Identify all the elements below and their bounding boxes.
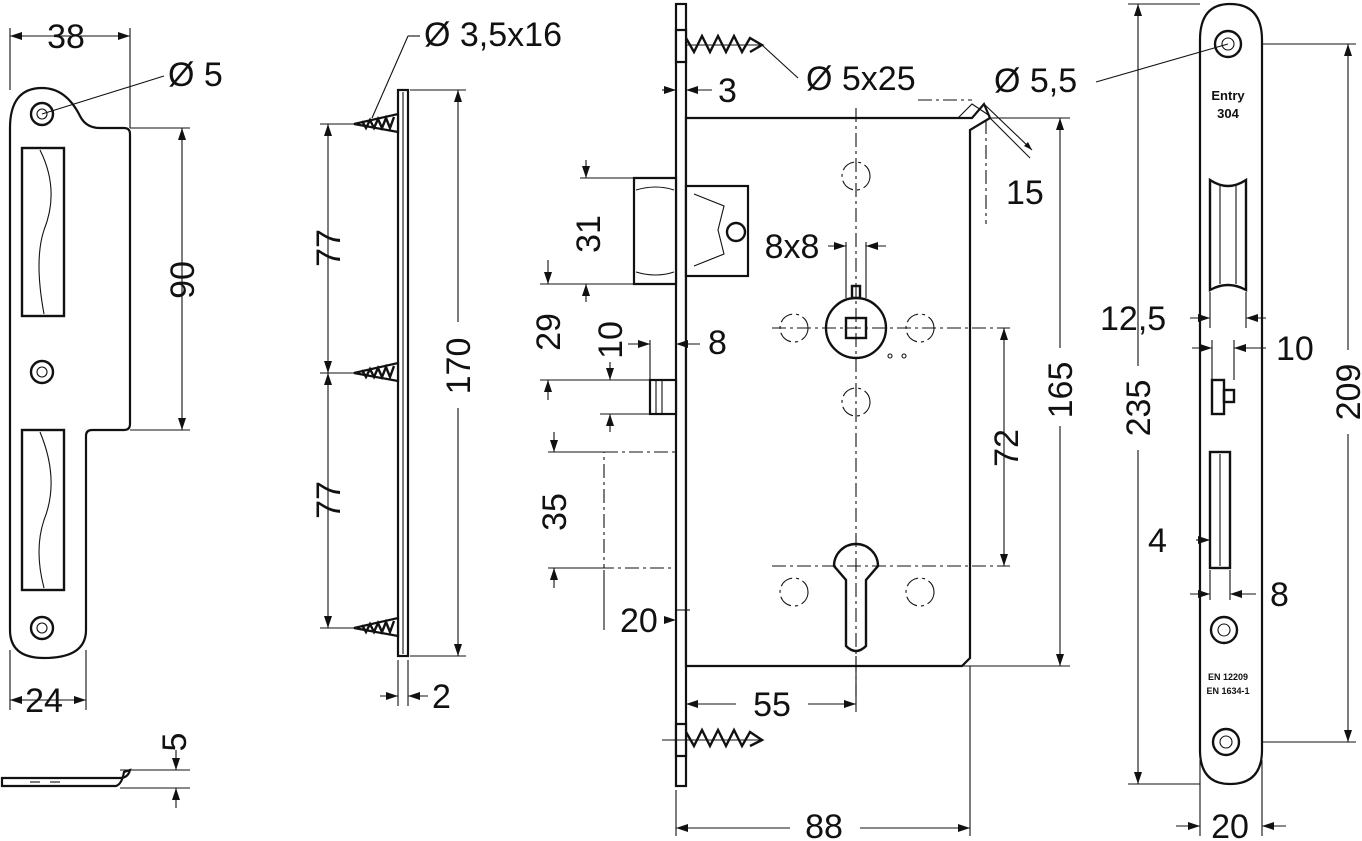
dim-strike-height: 90 [164,261,202,299]
dim-lock-height: 165 [1042,362,1080,419]
dim-faceplate-latch-width: 12,5 [1100,300,1166,338]
dim-strike-hole: Ø 5 [168,56,223,94]
dim-distance-72: 72 [988,429,1026,467]
auxiliary-bolt [648,378,678,416]
side-screw-bottom [353,616,400,638]
dim-deadbolt-throw: 20 [620,602,658,640]
dim-latch-height: 31 [570,215,608,253]
faceplate-hole-top [1213,29,1243,59]
faceplate-hole-bottom [1211,727,1241,757]
dim-backset: 55 [753,686,791,724]
faceplate-label-line2: 304 [1217,106,1239,121]
faceplate-hole-middle [1209,615,1239,645]
dim-faceplate-bolt-width: 10 [1276,330,1314,368]
faceplate-label-line1: Entry [1211,88,1245,103]
strike-hole-top [29,101,55,127]
dim-side-thickness: 2 [432,678,451,716]
dim-chamfer-15: 15 [1006,174,1044,212]
dim-lock-screw: Ø 5x25 [806,60,916,98]
dim-bolt-10: 10 [592,321,630,359]
dim-strike-width: 38 [47,18,85,56]
dim-bolt-8: 8 [708,324,727,362]
case-hole-bottom-right [905,577,935,607]
faceplate-latch-opening [1208,177,1248,293]
strike-latch-curve [38,149,52,315]
dim-lock-plate-thickness: 3 [718,72,737,110]
lock-screw-bottom [662,722,765,758]
dim-side-screw: Ø 3,5x16 [424,16,562,54]
strike-bolt-opening [20,428,66,592]
dim-side-length: 170 [440,338,478,395]
dim-offset-29: 29 [530,313,568,351]
strike-plate-profile [0,768,132,788]
lock-faceplate-edge [674,2,688,788]
dim-strike-bottom-width: 24 [25,682,63,720]
faceplate-standard2: EN 1634-1 [1206,686,1249,696]
latch-bolt [632,176,750,286]
case-hole-top [841,161,871,191]
faceplate-deadbolt-opening [1208,450,1232,570]
dim-faceplate-hole-pitch: 209 [1330,364,1362,421]
strike-latch-opening [20,146,66,318]
dim-faceplate-hole: Ø 5,5 [994,62,1077,100]
case-hole-lower [841,387,871,417]
dim-faceplate-length: 235 [1120,380,1158,437]
strike-hole-bottom [29,615,55,641]
strike-hole-bottom-inner [36,622,48,634]
dim-strike-thickness: 5 [156,733,194,752]
strike-hole-middle-inner [36,366,48,378]
lock-body: Ø 5x25 3 31 29 [530,2,1080,841]
dim-faceplate-width: 20 [1211,808,1249,841]
dim-faceplate-deadbolt-height: 8 [1270,576,1289,614]
side-screw-top [353,112,400,134]
dim-deadbolt-35: 35 [536,493,574,531]
strike-hole-top-inner [36,108,48,120]
lock-screw-top [674,28,765,64]
side-screw-middle [353,361,400,383]
faceplate-standard1: EN 12209 [1208,672,1248,682]
dim-side-pitch-lower: 77 [310,481,348,519]
case-hole-bottom-left [779,577,809,607]
dim-follower: 8x8 [765,228,820,266]
lock-case [684,101,992,668]
dim-total-width: 88 [805,808,843,841]
strike-bolt-curve [38,431,52,589]
strike-hole-middle [29,359,55,385]
faceplate-outline [1198,2,1264,786]
strike-plate: 38 Ø 5 90 24 5 [0,18,223,808]
cylinder-cutout [832,542,880,653]
dim-side-pitch-upper: 77 [310,229,348,267]
deadbolt-outline [603,451,677,569]
strike-plate-outline [8,86,132,660]
faceplate: Entry 304 EN 12209 EN 1634-1 Ø 5,5 235 [994,2,1362,841]
side-view: Ø 3,5x16 77 77 170 2 [310,16,562,716]
dim-faceplate-deadbolt-width: 4 [1148,522,1167,560]
